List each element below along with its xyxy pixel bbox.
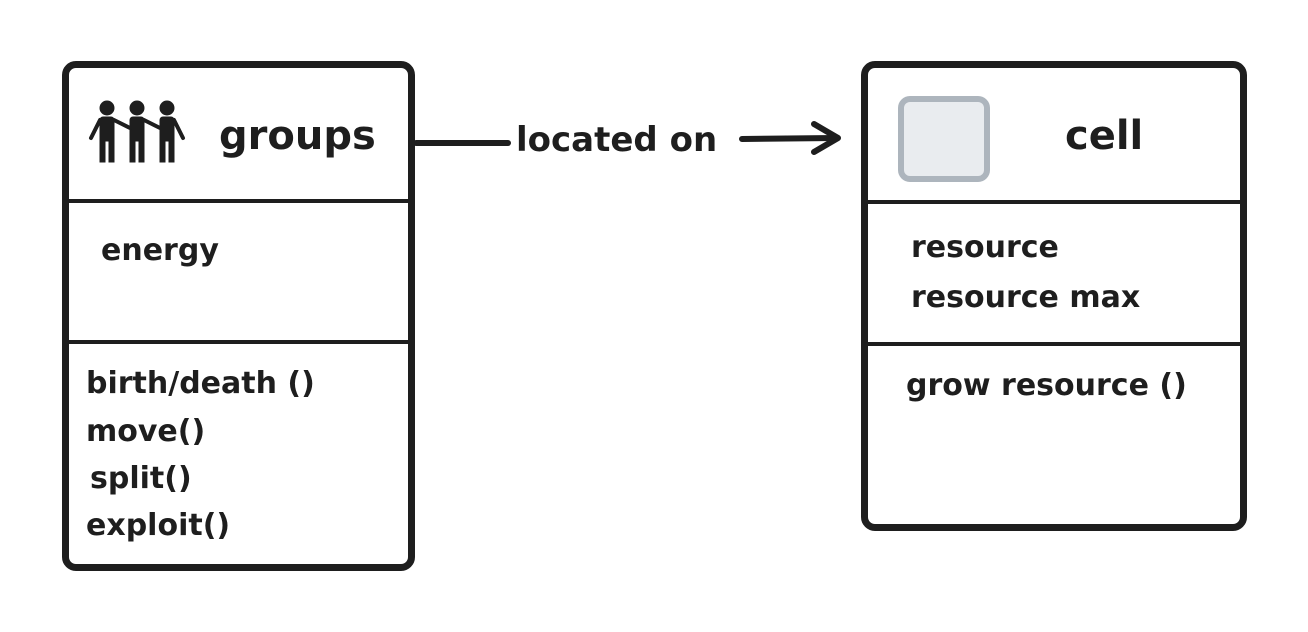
cell-attributes: resource resource max bbox=[868, 204, 1240, 342]
groups-attributes: energy bbox=[69, 203, 408, 340]
cell-divider-1 bbox=[868, 200, 1240, 204]
arrow-line-right bbox=[739, 135, 839, 142]
cell-title: cell bbox=[1065, 113, 1144, 159]
cell-class-box[interactable]: cell resource resource max grow resource… bbox=[861, 61, 1247, 531]
groups-method: birth/death () bbox=[86, 366, 315, 401]
cell-header: cell bbox=[868, 68, 1240, 201]
arrow-head-icon bbox=[811, 121, 841, 155]
groups-method: exploit() bbox=[86, 508, 231, 543]
grey-square-icon bbox=[898, 96, 990, 182]
cell-attribute: resource bbox=[911, 230, 1059, 265]
cell-method: grow resource () bbox=[906, 368, 1187, 403]
cell-methods: grow resource () bbox=[868, 346, 1240, 516]
groups-methods: birth/death () move() split() exploit() bbox=[69, 344, 408, 564]
groups-method: split() bbox=[90, 461, 192, 496]
groups-title: groups bbox=[219, 113, 376, 159]
groups-header: groups bbox=[69, 68, 408, 200]
groups-divider-2 bbox=[69, 340, 408, 344]
groups-divider-1 bbox=[69, 199, 408, 203]
cell-attribute: resource max bbox=[911, 280, 1141, 315]
three-people-icon bbox=[89, 100, 185, 163]
groups-class-box[interactable]: groups energy birth/death () move() spli… bbox=[62, 61, 415, 571]
groups-method: move() bbox=[86, 414, 206, 449]
relation-label: located on bbox=[516, 120, 718, 160]
groups-attribute: energy bbox=[101, 233, 219, 268]
cell-divider-2 bbox=[868, 342, 1240, 346]
